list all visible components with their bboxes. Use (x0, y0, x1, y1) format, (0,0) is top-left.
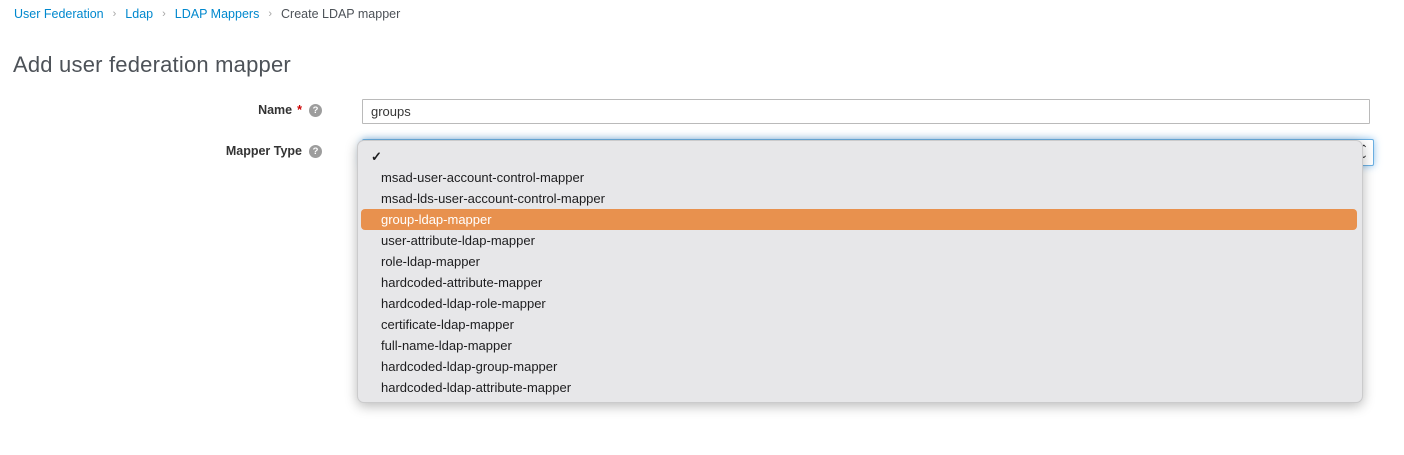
dropdown-option-label: certificate-ldap-mapper (381, 317, 514, 332)
breadcrumb-item[interactable]: LDAP Mappers (174, 7, 260, 21)
dropdown-option[interactable]: hardcoded-attribute-mapper (361, 272, 1357, 293)
dropdown-option-label: user-attribute-ldap-mapper (381, 233, 535, 248)
dropdown-option-label: hardcoded-ldap-group-mapper (381, 359, 558, 374)
name-label-text: Name (258, 103, 293, 117)
dropdown-option[interactable]: msad-lds-user-account-control-mapper (361, 188, 1357, 209)
dropdown-option-label: hardcoded-ldap-role-mapper (381, 296, 546, 311)
dropdown-options: msad-user-account-control-mapper msad-lds… (358, 167, 1362, 398)
dropdown-option[interactable]: hardcoded-ldap-group-mapper (361, 356, 1357, 377)
breadcrumb: User Federation › Ldap › LDAP Mappers › Create… (14, 6, 400, 22)
mapper-type-dropdown-menu: ✓ msad-user-account-control-mapper msad-l… (357, 140, 1363, 403)
breadcrumb-separator: › (268, 8, 272, 20)
mapper-type-field-label: Mapper Type? (0, 144, 322, 158)
dropdown-option-label: group-ldap-mapper (381, 212, 492, 227)
dropdown-option[interactable]: group-ldap-mapper (361, 209, 1357, 230)
checkmark-icon: ✓ (371, 148, 382, 164)
breadcrumb-item: Create LDAP mapper (281, 7, 401, 21)
dropdown-option[interactable]: role-ldap-mapper (361, 251, 1357, 272)
breadcrumb-separator: › (112, 8, 117, 20)
breadcrumb-item[interactable]: User Federation (14, 7, 104, 21)
dropdown-option-empty[interactable]: ✓ (361, 146, 1357, 167)
breadcrumb-separator: › (162, 8, 166, 20)
required-asterisk: * (297, 103, 302, 117)
dropdown-option[interactable]: hardcoded-ldap-role-mapper (361, 293, 1357, 314)
dropdown-option-label: role-ldap-mapper (381, 254, 480, 269)
dropdown-option[interactable]: certificate-ldap-mapper (361, 314, 1357, 335)
help-icon[interactable]: ? (309, 103, 322, 117)
name-input[interactable] (362, 99, 1370, 124)
dropdown-option[interactable]: hardcoded-ldap-attribute-mapper (361, 377, 1357, 398)
select-arrows-icon: ⌃⌄ (1359, 144, 1368, 161)
name-field-label: Name *? (0, 103, 322, 117)
dropdown-option-label: hardcoded-ldap-attribute-mapper (381, 380, 572, 395)
dropdown-option-label: hardcoded-attribute-mapper (381, 275, 543, 290)
dropdown-option-label: full-name-ldap-mapper (381, 338, 512, 353)
breadcrumb-item[interactable]: Ldap (125, 7, 154, 21)
dropdown-option-label: msad-user-account-control-mapper (381, 170, 585, 185)
mapper-type-label-text: Mapper Type (225, 144, 302, 158)
help-icon[interactable]: ? (309, 144, 322, 158)
dropdown-option[interactable]: full-name-ldap-mapper (361, 335, 1357, 356)
dropdown-option[interactable]: user-attribute-ldap-mapper (361, 230, 1357, 251)
page-title: Add user federation mapper (13, 52, 291, 77)
dropdown-option[interactable]: msad-user-account-control-mapper (361, 167, 1357, 188)
dropdown-option-label: msad-lds-user-account-control-mapper (381, 191, 605, 206)
